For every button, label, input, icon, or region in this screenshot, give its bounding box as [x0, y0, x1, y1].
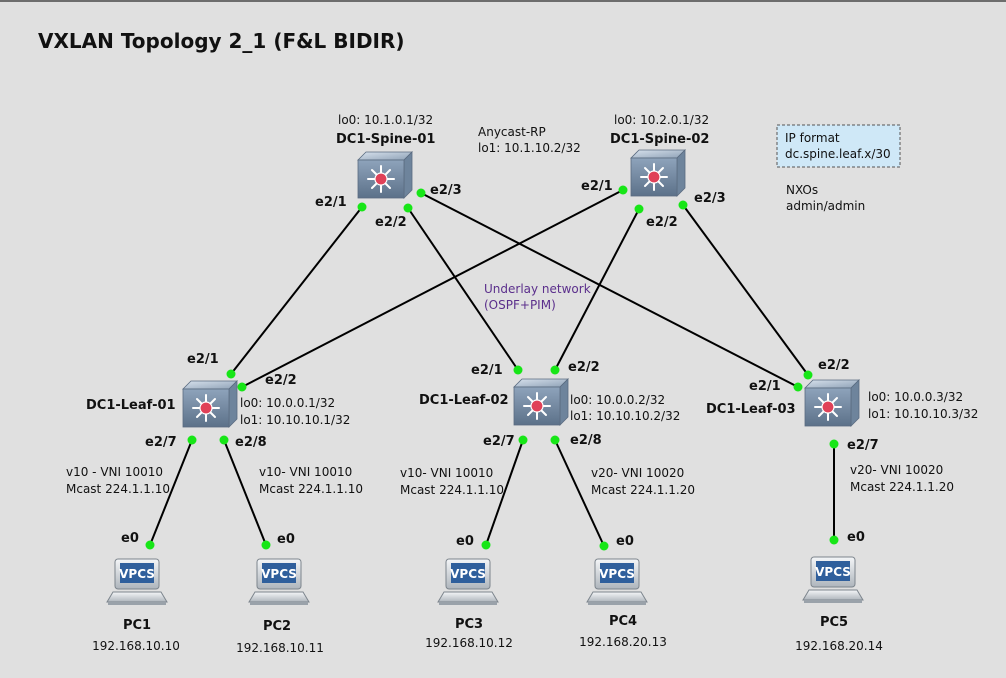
leaf2-name: DC1-Leaf-02	[419, 393, 509, 408]
leaf1-name: DC1-Leaf-01	[86, 398, 176, 413]
pc2-vni: v10- VNI 10010	[259, 465, 352, 479]
link-spine2-leaf3	[682, 204, 809, 376]
switch-icon[interactable]	[182, 380, 238, 428]
pc5-ip: 192.168.20.14	[795, 639, 883, 653]
pc4-name: PC4	[609, 614, 637, 629]
spine1-port-e2-3: e2/3	[430, 183, 462, 198]
nxos-label: NXOs	[786, 183, 818, 197]
pc4-port: e0	[616, 534, 634, 549]
spine1-port-e2-2: e2/2	[375, 215, 407, 230]
pc-screen-label: VPCS	[261, 567, 297, 581]
leaf1-port-e2-2: e2/2	[265, 373, 297, 388]
leaf2-lo1: lo1: 10.10.10.2/32	[570, 409, 680, 423]
leaf3-port-e2-2: e2/2	[818, 358, 850, 373]
leaf3-name: DC1-Leaf-03	[706, 402, 796, 417]
links	[149, 189, 835, 547]
pc3-ip: 192.168.10.12	[425, 636, 513, 650]
anycast-rp-address: lo1: 10.1.10.2/32	[478, 141, 581, 155]
anycast-rp-label: Anycast-RP	[478, 125, 546, 139]
link-leaf2-pc3	[485, 439, 524, 546]
spine1-name: DC1-Spine-01	[336, 132, 435, 147]
spine2-port-e2-3: e2/3	[694, 191, 726, 206]
pc-icon[interactable]: VPCS	[248, 558, 310, 606]
pc3-mcast: Mcast 224.1.1.10	[400, 483, 504, 497]
switch-icon[interactable]	[357, 151, 413, 199]
leaf1-port-e2-8: e2/8	[235, 435, 267, 450]
pc1-name: PC1	[123, 618, 151, 633]
link-spine1-leaf2	[407, 207, 519, 371]
pc2-mcast: Mcast 224.1.1.10	[259, 482, 363, 496]
spine2-port-e2-2: e2/2	[646, 215, 678, 230]
switch-icon[interactable]	[804, 379, 860, 427]
link-spine2-leaf1	[241, 189, 624, 388]
pc3-vni: v10- VNI 10010	[400, 466, 493, 480]
underlay-protocols: (OSPF+PIM)	[484, 298, 556, 312]
leaf2-port-e2-8: e2/8	[570, 433, 602, 448]
link-leaf1-pc1	[149, 439, 193, 546]
leaf1-lo0: lo0: 10.0.0.1/32	[240, 396, 335, 410]
pc2-port: e0	[277, 532, 295, 547]
leaf1-lo1: lo1: 10.10.10.1/32	[240, 413, 350, 427]
spine2-name: DC1-Spine-02	[610, 132, 709, 147]
pc5-vni: v20- VNI 10020	[850, 463, 943, 477]
leaf2-port-e2-7: e2/7	[483, 434, 515, 449]
link-spine1-leaf1	[230, 206, 363, 375]
pc1-ip: 192.168.10.10	[92, 639, 180, 653]
pc-icon[interactable]: VPCS	[106, 558, 168, 606]
link-spine2-leaf2	[554, 208, 640, 371]
pc4-mcast: Mcast 224.1.1.20	[591, 483, 695, 497]
pc5-name: PC5	[820, 615, 848, 630]
pc-screen-label: VPCS	[450, 567, 486, 581]
leaf1-port-e2-7: e2/7	[145, 435, 177, 450]
pc1-mcast: Mcast 224.1.1.10	[66, 482, 170, 496]
pc-screen-label: VPCS	[599, 567, 635, 581]
diagram-title: VXLAN Topology 2_1 (F&L BIDIR)	[38, 29, 405, 53]
ip-format-pattern: dc.spine.leaf.x/30	[785, 147, 891, 161]
pc-icon[interactable]: VPCS	[586, 558, 648, 606]
spine2-port-e2-1: e2/1	[581, 179, 613, 194]
leaf3-lo0: lo0: 10.0.0.3/32	[868, 390, 963, 404]
spine2-lo0: lo0: 10.2.0.1/32	[614, 113, 709, 127]
pc2-name: PC2	[263, 619, 291, 634]
pc-screen-label: VPCS	[815, 565, 851, 579]
spine1-port-e2-1: e2/1	[315, 195, 347, 210]
pc3-port: e0	[456, 534, 474, 549]
pc-icon[interactable]: VPCS	[802, 556, 864, 604]
leaf2-lo0: lo0: 10.0.0.2/32	[570, 393, 665, 407]
pc2-ip: 192.168.10.11	[236, 641, 324, 655]
underlay-label: Underlay network	[484, 282, 591, 296]
link-spine1-leaf3	[420, 192, 799, 388]
leaf2-port-e2-1: e2/1	[471, 363, 503, 378]
pc-screen-label: VPCS	[119, 567, 155, 581]
ip-format-note	[776, 124, 901, 168]
pc4-ip: 192.168.20.13	[579, 635, 667, 649]
port-dots	[145, 185, 839, 551]
link-leaf1-pc2	[223, 439, 267, 546]
leaf2-port-e2-2: e2/2	[568, 360, 600, 375]
spine1-lo0: lo0: 10.1.0.1/32	[338, 113, 433, 127]
pc5-mcast: Mcast 224.1.1.20	[850, 480, 954, 494]
leaf3-port-e2-1: e2/1	[749, 379, 781, 394]
switch-icon[interactable]	[513, 378, 569, 426]
pc4-vni: v20- VNI 10020	[591, 466, 684, 480]
nxos-credentials: admin/admin	[786, 199, 865, 213]
pc3-name: PC3	[455, 617, 483, 632]
leaf3-lo1: lo1: 10.10.10.3/32	[868, 407, 978, 421]
switch-icon[interactable]	[630, 149, 686, 197]
link-leaf2-pc4	[554, 439, 605, 547]
pc5-port: e0	[847, 530, 865, 545]
pc1-port: e0	[121, 531, 139, 546]
leaf1-port-e2-1: e2/1	[187, 352, 219, 367]
leaf3-port-e2-7: e2/7	[847, 438, 879, 453]
pc1-vni: v10 - VNI 10010	[66, 465, 163, 479]
ip-format-title: IP format	[785, 131, 840, 145]
pc-icon[interactable]: VPCS	[437, 558, 499, 606]
